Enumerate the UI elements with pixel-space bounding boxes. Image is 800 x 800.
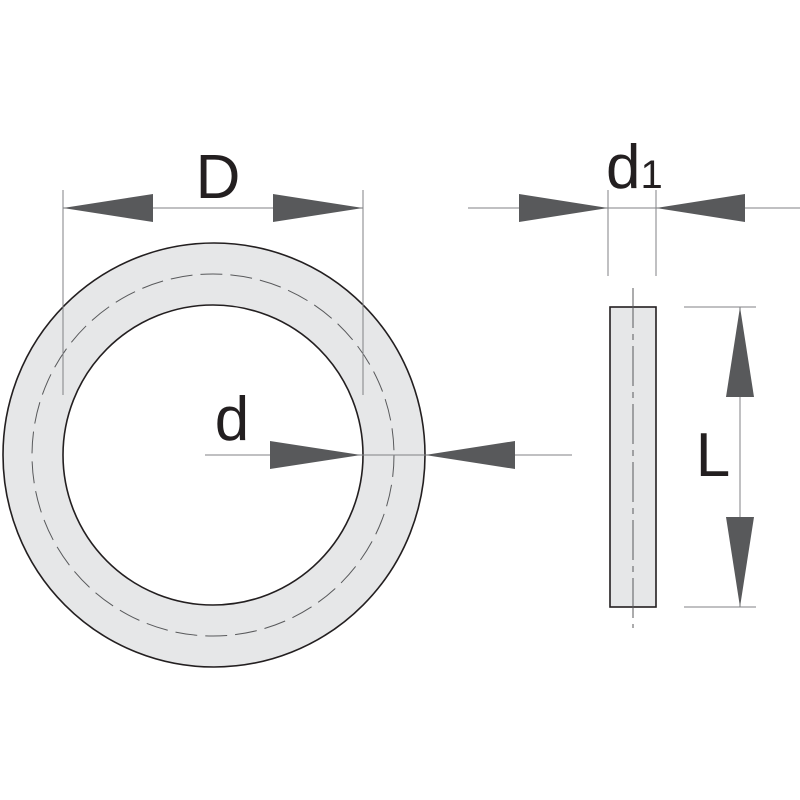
inner-diameter-label: d: [215, 385, 249, 454]
length-label: L: [696, 421, 730, 490]
thickness-label-main: d: [606, 133, 640, 202]
arrow-left-icon: [656, 194, 745, 222]
arrow-up-icon: [726, 307, 754, 397]
thickness-label: d1: [606, 133, 663, 202]
thickness-dimension: [468, 190, 800, 276]
thickness-label-subscript: 1: [640, 153, 662, 197]
ring-side-view: [609, 288, 657, 628]
arrow-left-icon: [425, 441, 515, 469]
arrow-right-icon: [273, 194, 363, 222]
length-label-background: [692, 415, 736, 481]
arrow-right-icon: [519, 194, 608, 222]
arrow-left-icon: [63, 194, 153, 222]
arrow-down-icon: [726, 517, 754, 607]
outer-diameter-label: D: [196, 143, 241, 212]
arrow-right-icon: [270, 441, 361, 469]
